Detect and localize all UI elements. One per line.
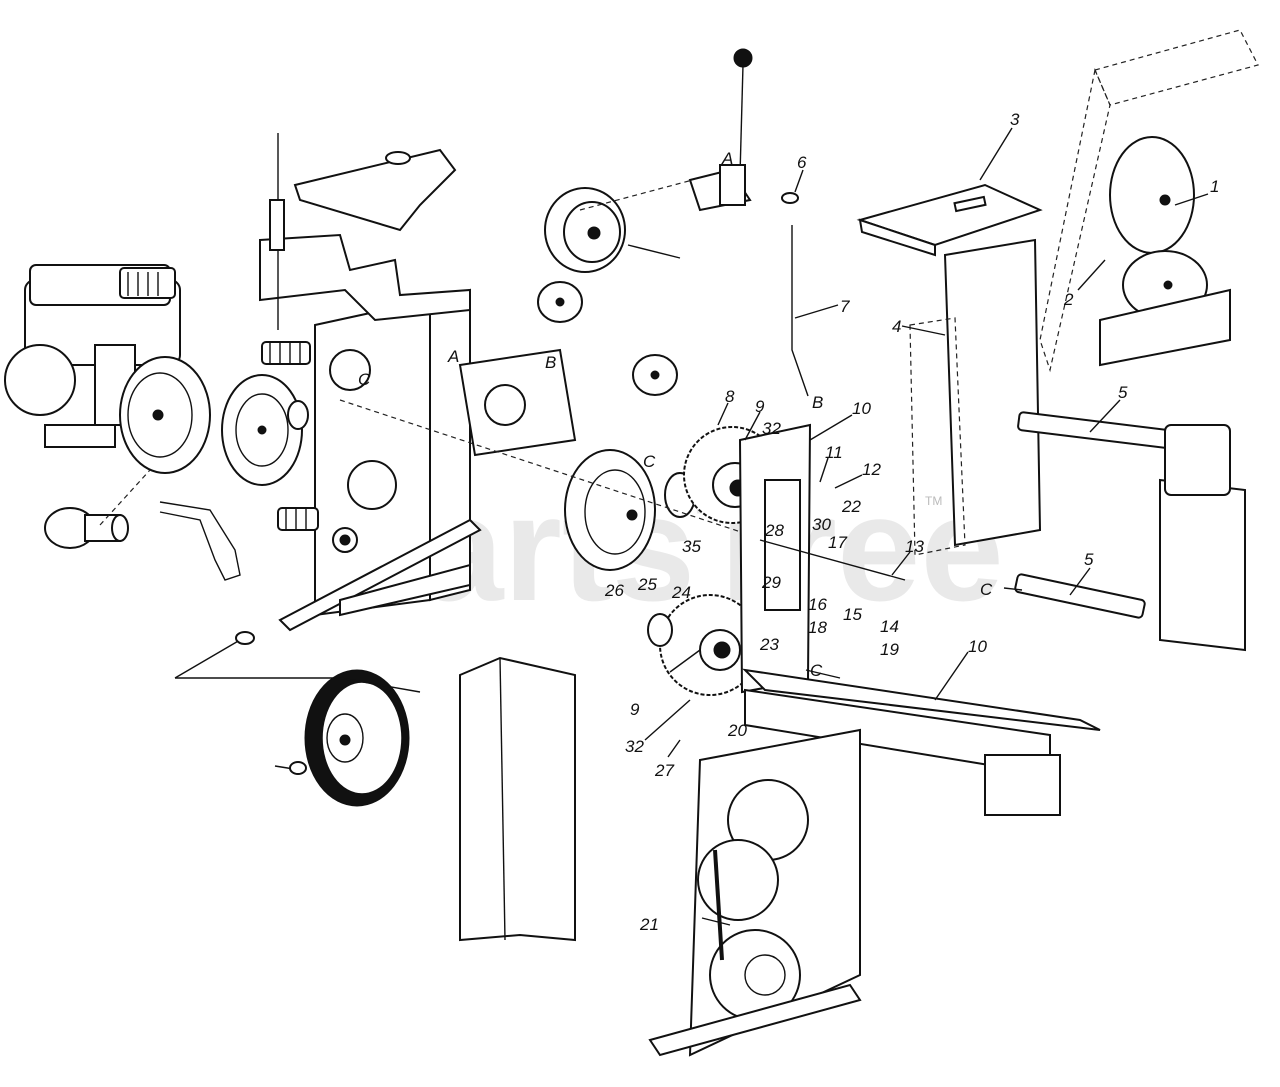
callout-3: 3	[1010, 110, 1020, 129]
callout-6: 6	[797, 153, 807, 172]
top-cover-plate	[856, 183, 1043, 257]
axle-rod	[759, 539, 906, 581]
engine-hub	[44, 507, 129, 549]
upper-pulley	[544, 187, 626, 273]
wheel-leader	[175, 677, 421, 693]
lower-gear	[647, 594, 761, 696]
callout-15: 15	[843, 605, 862, 624]
callout-19: 19	[880, 640, 899, 659]
shift-lever	[688, 48, 753, 212]
callout-C-frame: C	[810, 661, 823, 680]
spring-lower-right	[1014, 573, 1146, 619]
callout-18: 18	[808, 618, 827, 637]
callout-35: 35	[682, 537, 701, 556]
idler-pulley-a	[537, 281, 583, 323]
leader-lines	[644, 127, 1209, 926]
callout-30: 30	[812, 515, 831, 534]
callout-5-lower: 5	[1084, 550, 1094, 569]
callout-13: 13	[905, 537, 924, 556]
callout-17: 17	[828, 533, 847, 552]
callout-26: 26	[604, 581, 624, 600]
callout-C-pulley: C	[643, 452, 656, 471]
center-mount-plate	[458, 348, 577, 457]
wheel	[274, 669, 410, 807]
callout-B-plate: B	[545, 353, 556, 372]
callout-C-plate: C	[358, 370, 371, 389]
spring-lower-left	[277, 507, 319, 531]
callout-C-spring: C	[980, 580, 993, 599]
callout-A-lever: A	[721, 149, 733, 168]
callout-4: 4	[892, 317, 901, 336]
callout-7: 7	[840, 297, 850, 316]
callout-28: 28	[764, 521, 784, 540]
callout-2: 2	[1063, 290, 1074, 309]
shift-rod	[791, 225, 809, 397]
callout-16: 16	[808, 595, 827, 614]
chain-cover-detail	[648, 728, 862, 1057]
lower-left-bracket	[159, 501, 241, 581]
upper-bracket	[259, 233, 471, 322]
callout-32-upper: 32	[762, 419, 781, 438]
tine-frame	[1159, 424, 1246, 652]
callout-25: 25	[637, 575, 657, 594]
callout-10-lower: 10	[968, 637, 987, 656]
callout-22: 22	[841, 497, 861, 516]
callout-1: 1	[1210, 177, 1219, 196]
callout-5-upper: 5	[1118, 383, 1128, 402]
lower-frame-rail	[742, 668, 1101, 816]
shift-rod-clip	[781, 192, 799, 204]
lower-cover	[459, 656, 576, 942]
callout-24: 24	[671, 583, 691, 602]
callout-29: 29	[761, 573, 781, 592]
lower-rail	[278, 518, 482, 632]
gear-side-plate	[738, 423, 812, 694]
callout-21: 21	[639, 915, 659, 934]
belt-drive-detail	[1039, 29, 1259, 373]
callout-23: 23	[759, 635, 779, 654]
callout-14: 14	[880, 617, 899, 636]
callout-12: 12	[862, 460, 881, 479]
engine-flywheel	[119, 356, 211, 474]
callout-27: 27	[654, 761, 674, 780]
rear-shield	[909, 238, 1042, 556]
top-shield	[293, 148, 457, 232]
callout-10-upper: 10	[852, 399, 871, 418]
callout-11: 11	[825, 443, 843, 462]
callout-32-lower: 32	[625, 737, 644, 756]
callout-8: 8	[725, 387, 735, 406]
spring-upper-left	[261, 341, 311, 365]
idler-pulley-b	[632, 354, 678, 396]
trademark: TM	[925, 494, 942, 508]
drive-pulley-plate	[221, 374, 309, 486]
callout-20: 20	[727, 721, 747, 740]
callout-A-plate: A	[447, 347, 459, 366]
callout-B-rod: B	[812, 393, 823, 412]
callout-9-lower: 9	[630, 700, 640, 719]
callout-9-upper: 9	[755, 397, 765, 416]
